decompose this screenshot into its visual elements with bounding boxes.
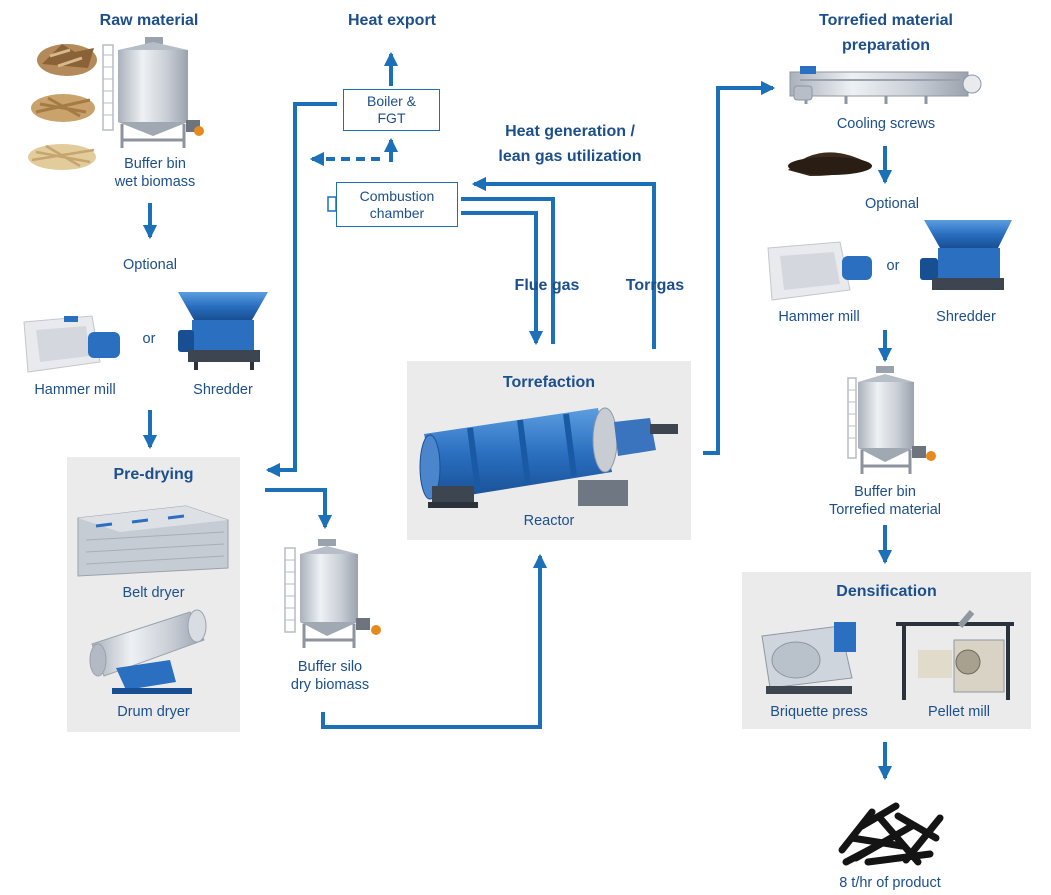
product-label: 8 t/hr of product (839, 875, 941, 891)
belt-dryer-label: Belt dryer (122, 585, 185, 601)
buffer-bin-wet-illustration (102, 37, 204, 148)
flow-arrows (142, 51, 893, 781)
densification-title: Densification (836, 583, 937, 600)
belt-dryer-illustration (77, 505, 229, 577)
buffer-bin-torrefied-label-2: Torrefied material (828, 502, 941, 518)
right-optional-label: Optional (864, 196, 919, 212)
buffer-silo-dry-illustration (284, 539, 381, 648)
arrow-flue-gas-to-reactor (461, 211, 544, 346)
reactor-illustration (419, 407, 678, 508)
combustion-nozzle (327, 196, 337, 212)
shredder-left-illustration (178, 292, 268, 370)
reactor-label: Reactor (523, 513, 575, 529)
briquette-press-label: Briquette press (770, 704, 868, 720)
raw-biomass-pile-1 (37, 44, 97, 76)
right-hammer-mill-label: Hammer mill (778, 309, 860, 325)
arrow-reactor-to-cooling (703, 80, 776, 455)
arrow-boiler-to-predrying (265, 102, 337, 478)
buffer-silo-label-2: dry biomass (290, 677, 370, 693)
arrow-predrying-to-silo (265, 488, 333, 530)
cooling-screws-label: Cooling screws (836, 116, 936, 132)
buffer-bin-torrefied-illustration (847, 366, 936, 474)
right-or-label: or (886, 258, 900, 274)
combustion-label-2: chamber (369, 204, 425, 221)
product-pellets-illustration (838, 802, 944, 866)
drum-dryer-illustration (89, 609, 207, 694)
drum-dryer-label: Drum dryer (117, 704, 190, 720)
torrefied-pile-illustration (788, 152, 872, 176)
hammer-mill-right-illustration (767, 241, 872, 301)
heat-generation-title-1: Heat generation / (505, 123, 635, 140)
predrying-title: Pre-drying (113, 466, 194, 483)
flue-gas-label: Flue gas (514, 277, 580, 294)
buffer-bin-torrefied-label-1: Buffer bin (854, 484, 916, 500)
boiler-label-2: FGT (377, 110, 406, 126)
buffer-silo-label-1: Buffer silo (297, 659, 363, 675)
left-or-label: or (142, 331, 156, 347)
arrow-torrgas-to-combustion (471, 176, 656, 349)
shredder-right-illustration (920, 220, 1012, 290)
raw-biomass-pile-3 (28, 144, 96, 170)
line-flue-return (461, 197, 555, 344)
pellet-mill-label: Pellet mill (927, 704, 991, 720)
hammer-mill-left-illustration (23, 315, 120, 373)
left-optional-label: Optional (122, 257, 177, 273)
boiler-fgt-box: Boiler &FGT (343, 89, 440, 131)
arrow-silo-to-reactor (321, 553, 548, 729)
torrefaction-title: Torrefaction (502, 374, 596, 391)
torrgas-label: Torrgas (625, 277, 685, 294)
pellet-mill-illustration (896, 610, 1014, 700)
heat-generation-title-2: lean gas utilization (498, 148, 642, 165)
buffer-bin-wet-label-1: Buffer bin (124, 156, 186, 172)
heat-export-title: Heat export (347, 12, 437, 29)
boiler-label-1: Boiler & (366, 93, 417, 109)
raw-biomass-pile-2 (31, 94, 95, 122)
raw-material-title: Raw material (99, 12, 199, 29)
left-shredder-label: Shredder (193, 382, 253, 398)
predrying-panel (67, 457, 240, 732)
briquette-press-illustration (761, 622, 856, 694)
left-hammer-mill-label: Hammer mill (34, 382, 116, 398)
cooling-screws-illustration (789, 66, 982, 104)
combustion-label-1: Combustion (359, 187, 435, 204)
right-shredder-label: Shredder (936, 309, 996, 325)
buffer-bin-wet-label-2: wet biomass (114, 174, 196, 190)
torrefied-prep-title-1: Torrefied material (819, 12, 953, 29)
torrefied-prep-title-2: preparation (841, 37, 930, 54)
